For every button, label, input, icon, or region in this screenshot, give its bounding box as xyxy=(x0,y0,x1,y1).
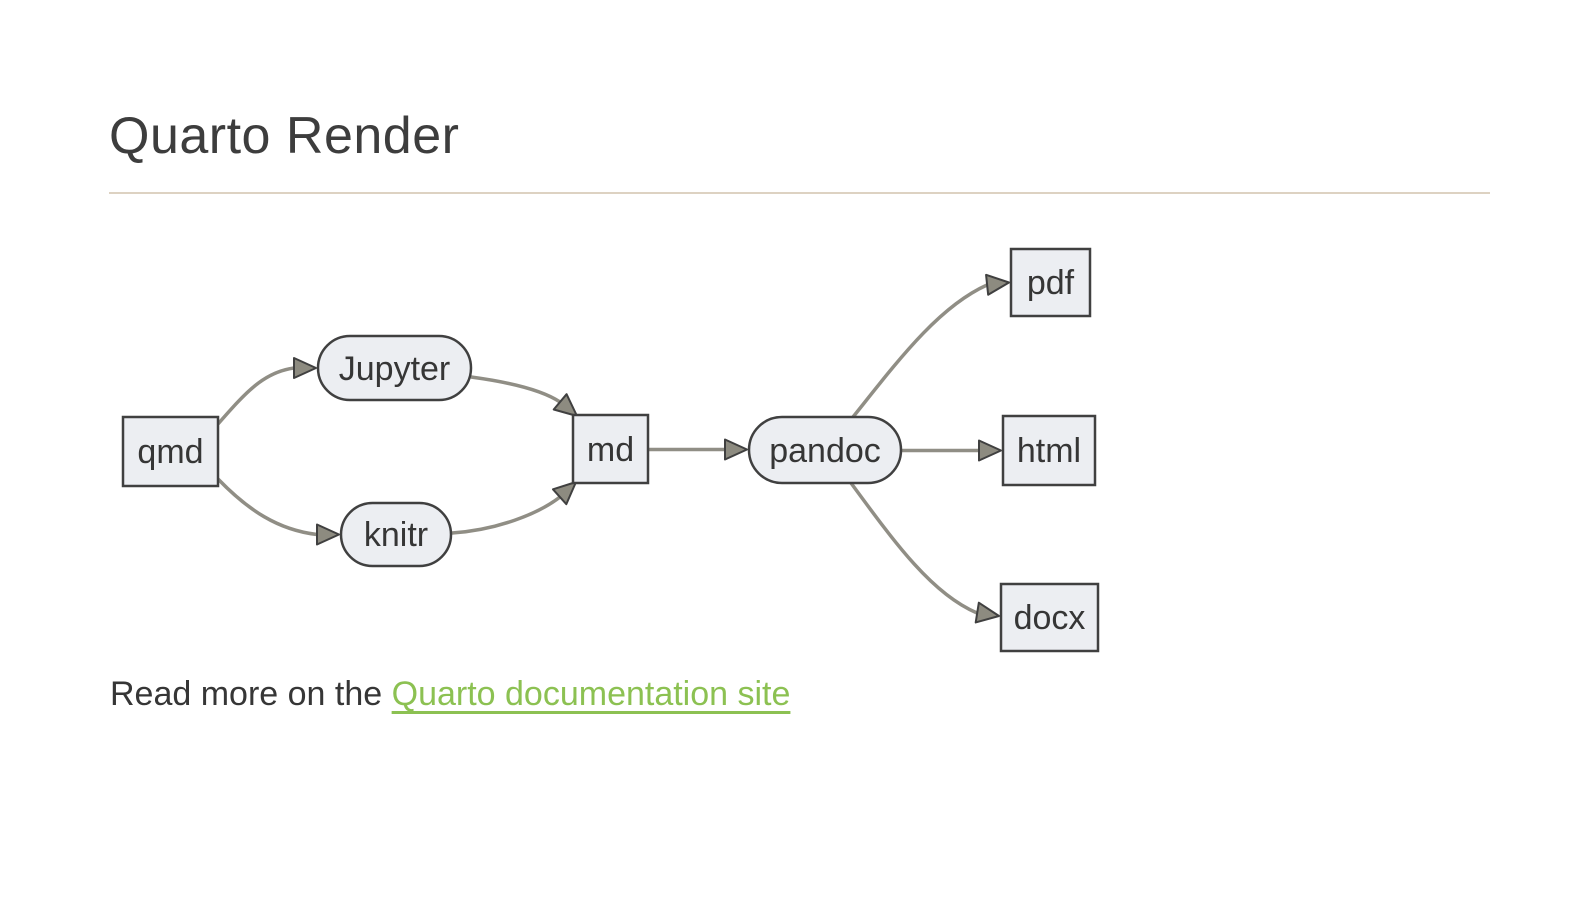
node-md-label: md xyxy=(587,431,634,469)
edge-layer xyxy=(216,273,1010,624)
edge-pandoc-to-html xyxy=(901,439,1002,462)
node-md: md xyxy=(571,413,650,485)
arrowhead-icon xyxy=(978,439,1002,462)
quarto-docs-link[interactable]: Quarto documentation site xyxy=(391,675,791,713)
node-pandoc-label: pandoc xyxy=(769,432,881,470)
node-html-label: html xyxy=(1017,432,1081,470)
node-qmd: qmd xyxy=(121,415,220,488)
node-qmd-label: qmd xyxy=(137,433,203,471)
edge-jupyter-to-md xyxy=(470,375,578,417)
node-layer: qmd Jupyter knitr md pandoc pdf xyxy=(121,247,1100,653)
arrowhead-icon xyxy=(724,438,748,461)
edge-qmd-to-jupyter xyxy=(216,357,317,426)
node-html: html xyxy=(1001,414,1097,487)
footer-text: Read more on the Quarto documentation si… xyxy=(110,677,790,711)
node-knitr-label: knitr xyxy=(364,516,428,554)
arrowhead-icon xyxy=(985,273,1010,296)
arrowhead-icon xyxy=(551,481,577,506)
node-jupyter: Jupyter xyxy=(316,334,473,402)
arrowhead-icon xyxy=(293,357,317,379)
node-pdf-label: pdf xyxy=(1027,264,1075,302)
edge-md-to-pandoc xyxy=(648,438,748,461)
node-pandoc: pandoc xyxy=(747,415,903,485)
arrowhead-icon xyxy=(316,523,340,546)
node-pdf: pdf xyxy=(1009,247,1092,318)
arrowhead-icon xyxy=(552,393,578,417)
footer-text-prefix: Read more on the xyxy=(110,675,392,713)
node-docx: docx xyxy=(999,582,1100,653)
edge-qmd-to-knitr xyxy=(216,477,340,546)
horizontal-rule xyxy=(109,192,1490,194)
node-knitr: knitr xyxy=(339,501,453,568)
arrowhead-icon xyxy=(974,601,1000,624)
edge-pandoc-to-docx xyxy=(849,481,1000,624)
node-docx-label: docx xyxy=(1014,599,1086,637)
page-title: Quarto Render xyxy=(109,107,460,165)
edge-pandoc-to-pdf xyxy=(851,273,1010,419)
node-jupyter-label: Jupyter xyxy=(339,350,451,388)
edge-knitr-to-md xyxy=(451,481,577,535)
